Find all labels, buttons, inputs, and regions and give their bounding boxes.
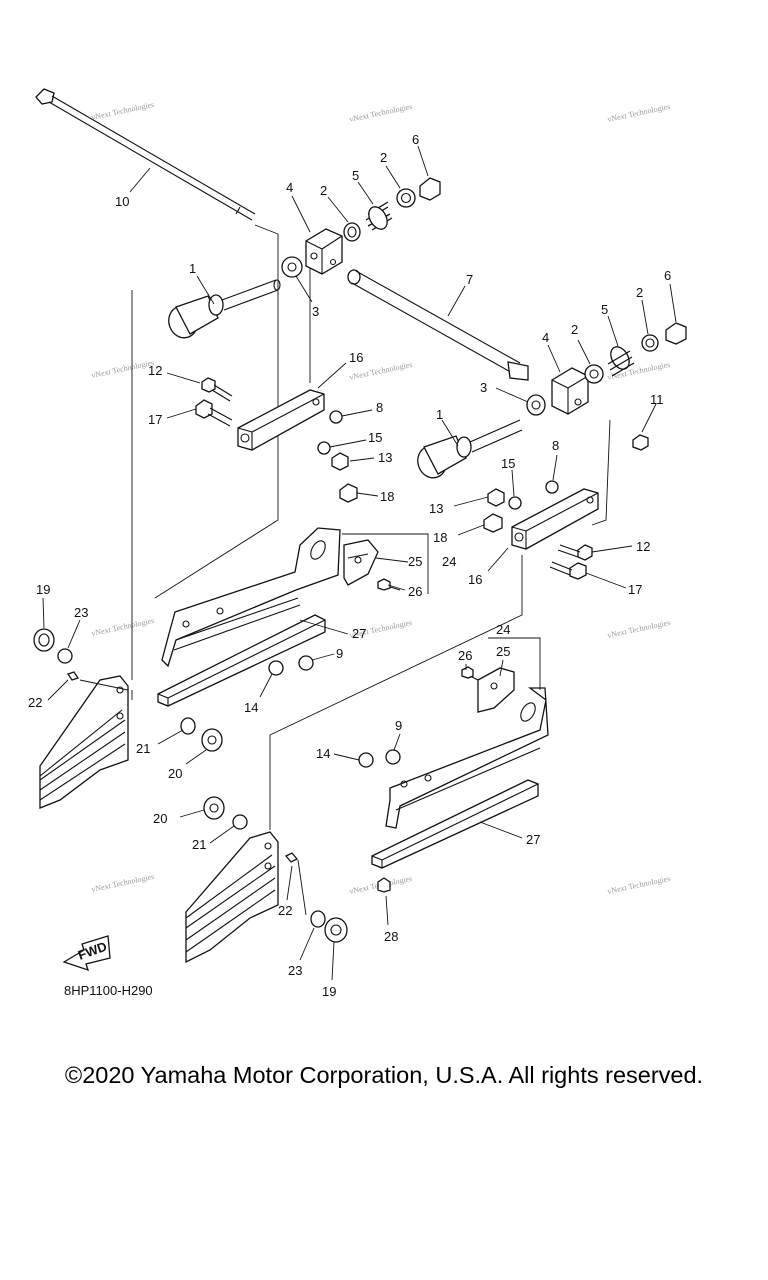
callout: 11 bbox=[650, 392, 664, 407]
collar-block-4-right bbox=[551, 367, 589, 415]
fwd-arrow-icon: FWD bbox=[62, 935, 111, 972]
pivot-bolt-1-left bbox=[168, 279, 281, 339]
callout: 4 bbox=[286, 180, 293, 195]
callout: 8 bbox=[376, 400, 383, 415]
spring-set-right bbox=[584, 322, 687, 384]
callout: 26 bbox=[458, 648, 472, 663]
fitting-25-left bbox=[343, 539, 401, 591]
callout: 14 bbox=[244, 700, 258, 715]
callout: 16 bbox=[349, 350, 363, 365]
long-bolt-10 bbox=[35, 88, 256, 221]
callout: 23 bbox=[288, 963, 302, 978]
callout: 24 bbox=[496, 622, 510, 637]
callout: 20 bbox=[153, 811, 167, 826]
callout: 5 bbox=[352, 168, 359, 183]
shaft-7 bbox=[347, 269, 529, 381]
callout: 25 bbox=[496, 644, 510, 659]
callout: 22 bbox=[278, 903, 292, 918]
callout: 21 bbox=[192, 837, 206, 852]
callout: 5 bbox=[601, 302, 608, 317]
callout: 3 bbox=[480, 380, 487, 395]
callout: 28 bbox=[384, 929, 398, 944]
spacers-left bbox=[268, 655, 314, 676]
callout: 13 bbox=[378, 450, 392, 465]
bracket-left bbox=[157, 527, 341, 707]
arm-16-right bbox=[511, 488, 599, 550]
callout: 2 bbox=[636, 285, 643, 300]
callout-numbers: 10 4 2 5 2 6 1 3 7 6 2 5 2 4 3 11 16 12 … bbox=[28, 132, 671, 999]
callout: 18 bbox=[433, 530, 447, 545]
arm-16-left bbox=[237, 389, 325, 451]
callout: 13 bbox=[429, 501, 443, 516]
callout: 4 bbox=[542, 330, 549, 345]
pivot-bolt-1-right bbox=[417, 419, 523, 479]
callout: 20 bbox=[168, 766, 182, 781]
callout: 16 bbox=[468, 572, 482, 587]
pivot-hardware-left bbox=[33, 628, 223, 752]
leader-lines bbox=[42, 145, 677, 981]
callout: 22 bbox=[28, 695, 42, 710]
collar-block-4-upper bbox=[305, 228, 343, 275]
fitting-25-right bbox=[461, 666, 515, 713]
callout: 27 bbox=[526, 832, 540, 847]
watermark: vNext Technologies bbox=[607, 874, 671, 896]
callout: 2 bbox=[571, 322, 578, 337]
callout: 7 bbox=[466, 272, 473, 287]
hardware-left bbox=[195, 377, 358, 503]
watermark: vNext Technologies bbox=[349, 102, 413, 124]
callout: 12 bbox=[636, 539, 650, 554]
spring-set-upper bbox=[343, 177, 441, 242]
pivot-hardware-right bbox=[203, 796, 348, 943]
hardware-right bbox=[483, 480, 593, 580]
callout: 2 bbox=[320, 183, 327, 198]
callout: 19 bbox=[36, 582, 50, 597]
watermark: vNext Technologies bbox=[607, 102, 671, 124]
watermark: vNext Technologies bbox=[607, 618, 671, 640]
callout: 17 bbox=[628, 582, 642, 597]
callout: 3 bbox=[312, 304, 319, 319]
nut-11 bbox=[632, 434, 649, 451]
callout: 17 bbox=[148, 412, 162, 427]
copyright-notice: ©2020 Yamaha Motor Corporation, U.S.A. A… bbox=[64, 1062, 704, 1088]
watermark: vNext Technologies bbox=[91, 616, 155, 638]
callout: 8 bbox=[552, 438, 559, 453]
callout: 23 bbox=[74, 605, 88, 620]
callout: 19 bbox=[322, 984, 336, 999]
callout: 25 bbox=[408, 554, 422, 569]
callout: 9 bbox=[395, 718, 402, 733]
watermark: vNext Technologies bbox=[91, 100, 155, 122]
callout: 15 bbox=[501, 456, 515, 471]
callout: 15 bbox=[368, 430, 382, 445]
callout: 6 bbox=[664, 268, 671, 283]
watermark: vNext Technologies bbox=[91, 358, 155, 380]
bracket-right bbox=[371, 687, 549, 869]
callout: 21 bbox=[136, 741, 150, 756]
callout: 6 bbox=[412, 132, 419, 147]
side-plate-right bbox=[185, 831, 279, 964]
side-plate-left bbox=[39, 675, 129, 809]
callout: 9 bbox=[336, 646, 343, 661]
watermark: vNext Technologies bbox=[91, 872, 155, 894]
spacer-3-right bbox=[526, 394, 546, 416]
callout: 18 bbox=[380, 489, 394, 504]
callout: 12 bbox=[148, 363, 162, 378]
callout: 1 bbox=[189, 261, 196, 276]
callout: 24 bbox=[442, 554, 456, 569]
callout: 27 bbox=[352, 626, 366, 641]
callout: 1 bbox=[436, 407, 443, 422]
callout: 10 bbox=[115, 194, 129, 209]
callout: 2 bbox=[380, 150, 387, 165]
assembly-lines bbox=[131, 224, 611, 830]
parts-diagram: vNext Technologies vNext Technologies vN… bbox=[28, 88, 687, 999]
callout: 14 bbox=[316, 746, 330, 761]
diagram-code: 8HP1100-H290 bbox=[64, 983, 153, 998]
callout: 26 bbox=[408, 584, 422, 599]
spacer-3-upper bbox=[281, 256, 303, 278]
